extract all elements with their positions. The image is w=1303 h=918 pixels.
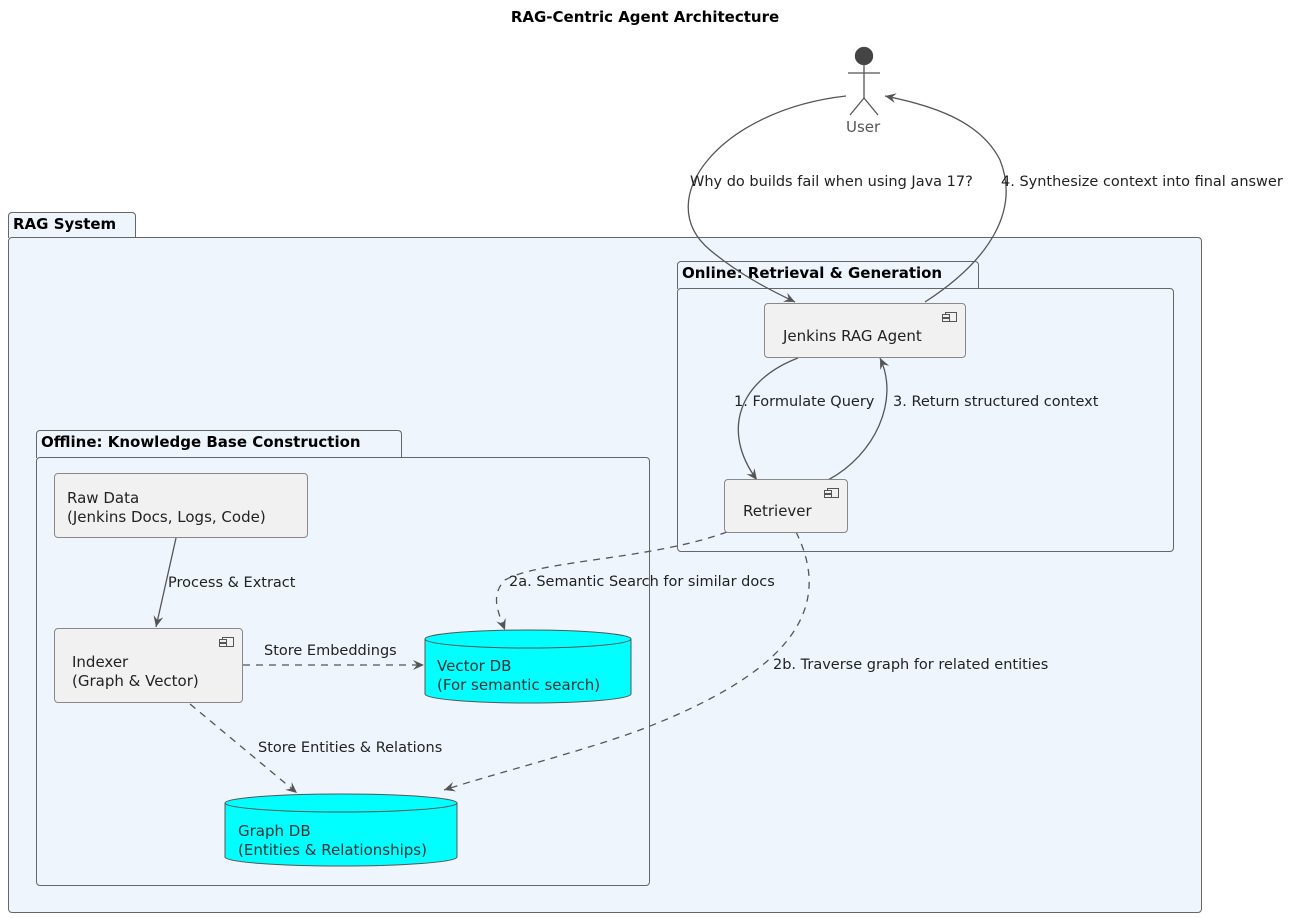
edge-label-return-context: 3. Return structured context <box>893 394 1099 410</box>
vector-db-label-line2: (For semantic search) <box>437 676 601 694</box>
package-rag-system-tab: RAG System <box>8 212 136 238</box>
edge-synthesize <box>884 93 1007 303</box>
user-actor-label: User <box>846 118 881 136</box>
indexer-label-line1: Indexer <box>72 653 129 671</box>
jenkins-rag-agent-label: Jenkins RAG Agent <box>783 327 922 345</box>
vector-db-cylinder <box>424 629 632 704</box>
edge-label-formulate: 1. Formulate Query <box>734 394 875 410</box>
component-icon <box>942 312 957 322</box>
edge-label-user-question: Why do builds fail when using Java 17? <box>690 174 973 190</box>
component-icon <box>219 637 234 647</box>
raw-data-label-line2: (Jenkins Docs, Logs, Code) <box>67 508 266 526</box>
edge-semantic-search <box>495 531 728 631</box>
raw-data-node[interactable]: Raw Data (Jenkins Docs, Logs, Code) <box>54 473 308 538</box>
edge-label-store-entities: Store Entities & Relations <box>258 740 443 756</box>
graph-db-label-line2: (Entities & Relationships) <box>238 841 427 859</box>
edge-traverse-graph <box>443 531 810 792</box>
graph-db-label-line1: Graph DB <box>238 822 311 840</box>
package-offline-label: Offline: Knowledge Base Construction <box>41 433 361 451</box>
edge-process-extract <box>153 537 177 628</box>
edge-label-semantic-search: 2a. Semantic Search for similar docs <box>509 574 775 590</box>
package-online-tab: Online: Retrieval & Generation <box>677 261 979 289</box>
retriever-node[interactable]: Retriever <box>724 479 848 533</box>
package-online-label: Online: Retrieval & Generation <box>682 264 943 282</box>
edge-label-process-extract: Process & Extract <box>168 575 296 591</box>
vector-db-label-line1: Vector DB <box>437 657 512 675</box>
edge-label-traverse-graph: 2b. Traverse graph for related entities <box>773 657 1049 673</box>
user-actor-icon <box>848 46 880 116</box>
jenkins-rag-agent-node[interactable]: Jenkins RAG Agent <box>764 303 966 358</box>
package-rag-system-label: RAG System <box>13 215 117 233</box>
edge-store-entities <box>189 703 298 794</box>
raw-data-label-line1: Raw Data <box>67 489 140 507</box>
package-offline-tab: Offline: Knowledge Base Construction <box>36 430 402 458</box>
retriever-label: Retriever <box>743 502 812 520</box>
edge-user-question <box>687 95 847 303</box>
edge-label-synthesize: 4. Synthesize context into final answer <box>1001 174 1283 190</box>
graph-db-cylinder <box>224 793 458 867</box>
indexer-node[interactable]: Indexer (Graph & Vector) <box>54 628 243 703</box>
component-icon <box>824 488 839 498</box>
edge-label-store-embeddings: Store Embeddings <box>264 643 397 659</box>
diagram-title: RAG-Centric Agent Architecture <box>510 8 780 26</box>
edge-return-context <box>827 357 890 481</box>
edge-formulate <box>737 357 799 481</box>
indexer-label-line2: (Graph & Vector) <box>72 672 199 690</box>
